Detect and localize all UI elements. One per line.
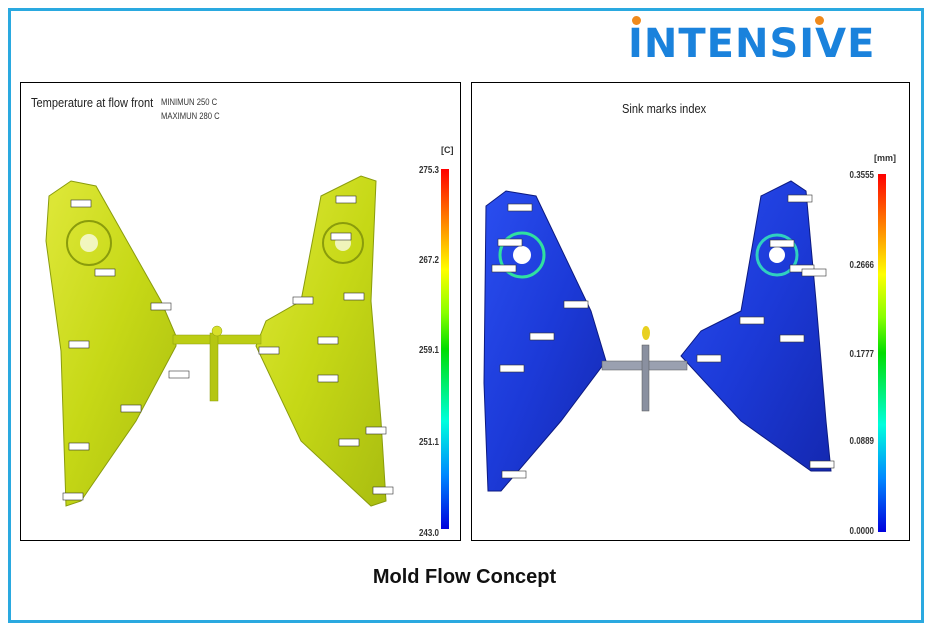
sink-marks-part-render bbox=[483, 180, 835, 492]
scale-tick: 259.1 bbox=[418, 345, 439, 356]
scale-tick: 0.0000 bbox=[849, 526, 874, 537]
sink-marks-color-scale bbox=[878, 174, 886, 532]
scale-unit: [C] bbox=[441, 145, 454, 155]
scale-tick: 251.1 bbox=[418, 437, 439, 448]
scale-unit: [mm] bbox=[874, 153, 896, 163]
scale-tick: 0.1777 bbox=[849, 349, 874, 360]
scale-tick: 267.2 bbox=[418, 255, 439, 266]
panel-title: Sink marks index bbox=[622, 101, 707, 116]
sink-marks-index-panel: Sink marks index [mm] 0.3555 0.2666 0.1 bbox=[471, 82, 910, 541]
min-note: MINIMUN 250 C bbox=[161, 97, 218, 107]
panel-title: Temperature at flow front bbox=[31, 95, 154, 110]
temperature-flow-front-panel: Temperature at flow front MINIMUN 250 C … bbox=[20, 82, 461, 541]
page-frame bbox=[8, 8, 924, 623]
intensive-logo: INTENSIVE bbox=[628, 16, 876, 67]
logo-text: INTENSIVE bbox=[628, 21, 876, 67]
scale-tick: 0.3555 bbox=[849, 170, 874, 181]
temperature-part-render bbox=[45, 175, 394, 507]
logo-dot bbox=[815, 16, 824, 25]
scale-tick: 275.3 bbox=[418, 165, 439, 176]
caption: Mold Flow Concept bbox=[372, 566, 557, 588]
scale-tick: 0.2666 bbox=[849, 260, 874, 271]
scale-tick: 243.0 bbox=[418, 528, 439, 539]
logo-dot bbox=[632, 16, 641, 25]
max-note: MAXIMUN 280 C bbox=[161, 111, 220, 121]
temperature-color-scale bbox=[441, 169, 449, 529]
scale-tick: 0.0889 bbox=[849, 436, 874, 447]
